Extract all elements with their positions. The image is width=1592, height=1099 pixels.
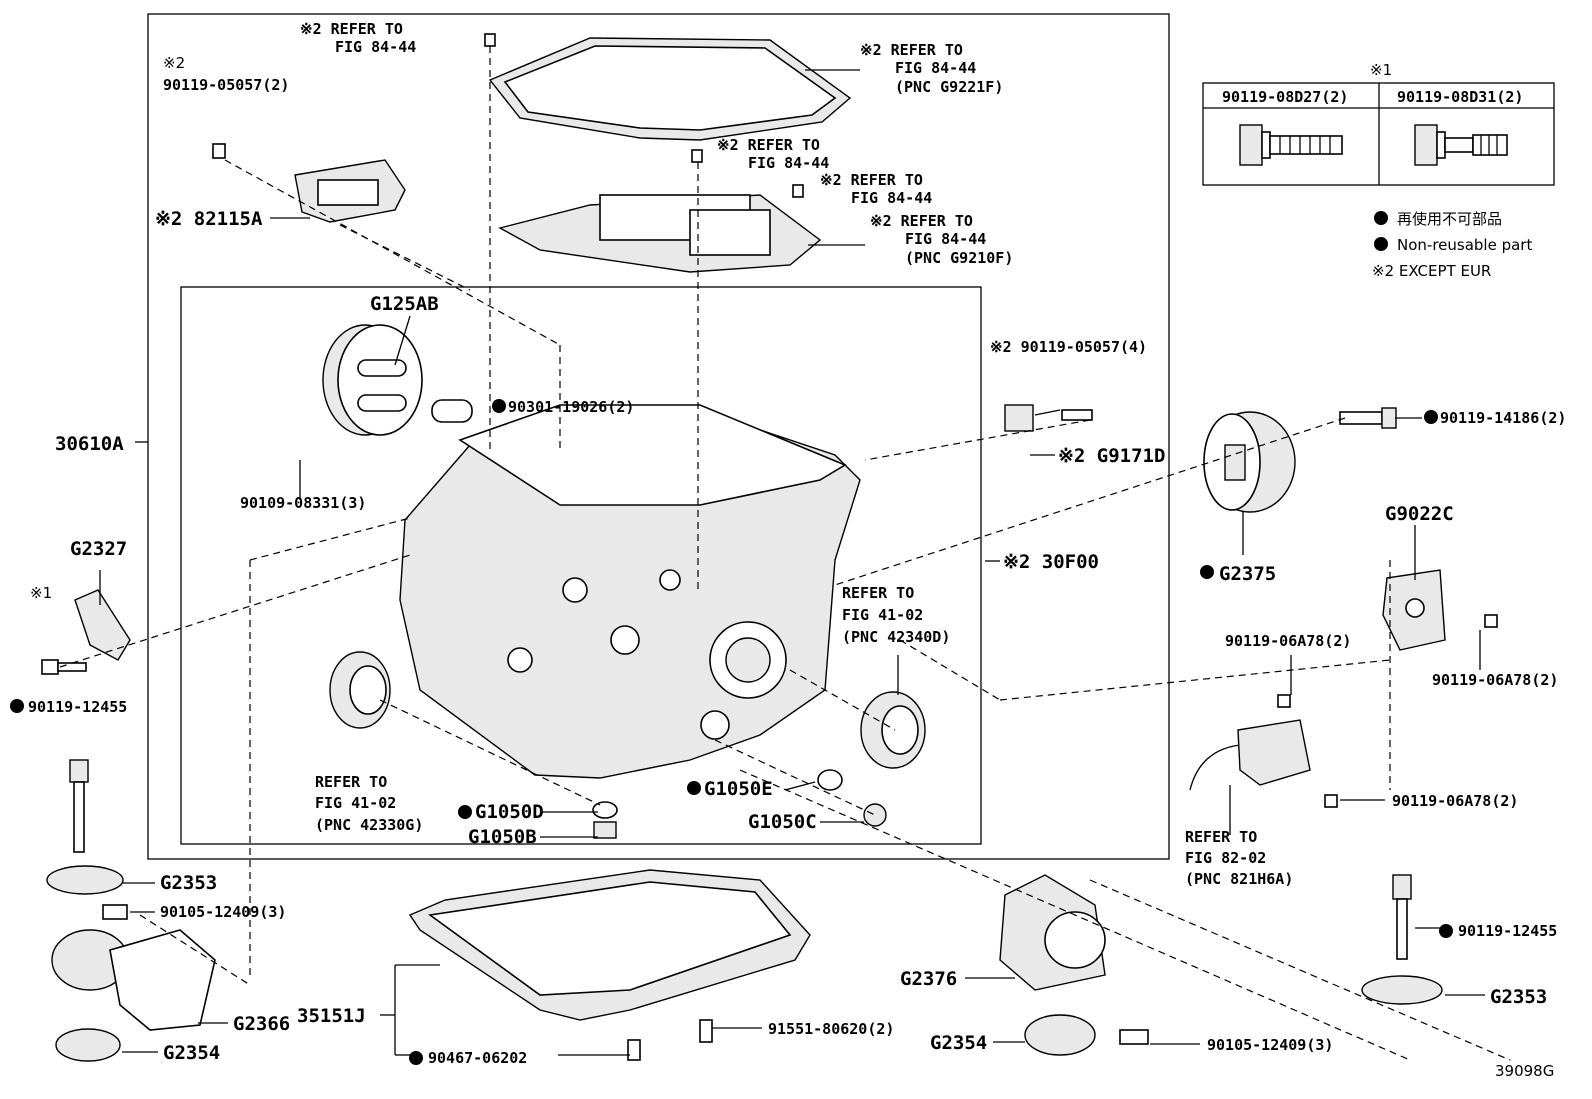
bracket-g2327-icon — [41, 589, 131, 675]
label-refer-42330g-a: REFER TO — [315, 773, 387, 791]
label-90119-12455-left: 90119-12455 — [28, 698, 127, 716]
label-90467-06202: 90467-06202 — [428, 1049, 527, 1067]
label-refer-821h6a-c: (PNC 821H6A) — [1185, 870, 1293, 888]
label-refer-g9210f-b: FIG 84-44 — [905, 230, 986, 248]
label-90301-19026: 90301-19026(2) — [508, 398, 634, 416]
label-30610a: 30610A — [55, 433, 124, 455]
bolt-90119-08d31-icon — [1414, 124, 1508, 166]
label-g2353-right: G2353 — [1490, 986, 1547, 1008]
label-90105-12409-left: 90105-12409(3) — [160, 903, 286, 921]
label-g2327: G2327 — [70, 538, 127, 560]
label-g2376: G2376 — [900, 968, 957, 990]
mount-g2366-icon — [51, 904, 216, 1062]
label-refer-fig84-top-b: FIG 84-44 — [335, 38, 416, 56]
label-refer-mid2-b: FIG 84-44 — [851, 189, 932, 207]
figure-code: 39098G — [1495, 1062, 1554, 1080]
label-g1050c: G1050C — [748, 811, 817, 833]
legend-header-08d27: 90119-08D27(2) — [1222, 88, 1348, 106]
bolt-90119-14186-icon — [1339, 407, 1397, 429]
bolt-icon-top — [212, 33, 804, 198]
small-seals-icon — [592, 769, 887, 839]
undercover-35151j-icon — [408, 869, 811, 1061]
label-g2354-left: G2354 — [163, 1042, 220, 1064]
label-refer-fig84-top-a: ※2 REFER TO — [300, 20, 403, 38]
label-30f00: ※2 30F00 — [1003, 551, 1099, 573]
legend-nonreusable-en: Non-reusable part — [1397, 236, 1532, 254]
label-refer-42340d-a: REFER TO — [842, 584, 914, 602]
label-refer-g9221f-a: ※2 REFER TO — [860, 41, 963, 59]
engine-mount-g2375-icon — [1203, 411, 1296, 513]
label-90109-08331: 90109-08331(3) — [240, 494, 366, 512]
label-g1050b: G1050B — [468, 826, 537, 848]
label-90119-06a78-a: 90119-06A78(2) — [1225, 632, 1351, 650]
speed-sensor-icon — [1004, 404, 1093, 432]
valve-body-plate-icon — [498, 194, 822, 273]
label-refer-g9210f-a: ※2 REFER TO — [870, 212, 973, 230]
label-90119-06a78-c: 90119-06A78(2) — [1392, 792, 1518, 810]
label-refer-42330g-b: FIG 41-02 — [315, 794, 396, 812]
nonreusable-dots — [10, 211, 1453, 1065]
label-mark1-left: ※1 — [30, 584, 52, 602]
oil-seal-right-icon — [860, 691, 926, 769]
inner-group-frame — [180, 286, 982, 845]
label-g1050d: G1050D — [475, 801, 544, 823]
label-refer-42340d-b: FIG 41-02 — [842, 606, 923, 624]
dashed-connector-lines — [59, 46, 1511, 1061]
oil-pan-cover-icon — [488, 37, 852, 141]
leader-lines — [99, 69, 1485, 1056]
label-g1050e: G1050E — [704, 778, 773, 800]
label-90119-14186: 90119-14186(2) — [1440, 409, 1566, 427]
label-90105-12409-right: 90105-12409(3) — [1207, 1036, 1333, 1054]
oil-cooler-bracket-icon — [294, 159, 406, 223]
label-refer-mid1-a: ※2 REFER TO — [717, 136, 820, 154]
filter-housing-icon — [322, 324, 473, 436]
label-g2366: G2366 — [233, 1013, 290, 1035]
stud-bolt-right-icon — [1361, 874, 1443, 1005]
label-refer-821h6a-a: REFER TO — [1185, 828, 1257, 846]
label-g9022c: G9022C — [1385, 503, 1454, 525]
bolt-90119-08d27-icon — [1239, 124, 1343, 166]
outer-group-frame — [147, 13, 1170, 860]
label-g2353-left: G2353 — [160, 872, 217, 894]
label-82115a: ※2 82115A — [155, 208, 263, 230]
bolt-legend-table — [1202, 82, 1555, 186]
bracket-g9022c-icon — [1277, 569, 1498, 808]
hose-bracket-icon — [1189, 719, 1311, 791]
label-90119-05057-2: 90119-05057(2) — [163, 76, 289, 94]
label-90119-05057-4: ※2 90119-05057(4) — [990, 338, 1147, 356]
label-90119-06a78-b: 90119-06A78(2) — [1432, 671, 1558, 689]
label-g2354-right: G2354 — [930, 1032, 987, 1054]
stud-bolt-left-icon — [69, 759, 89, 853]
label-91551-80620: 91551-80620(2) — [768, 1020, 894, 1038]
washer-left-icon — [46, 865, 124, 895]
legend-except-note: ※2 EXCEPT EUR — [1372, 262, 1491, 280]
label-refer-mid1-b: FIG 84-44 — [748, 154, 829, 172]
label-g125ab: G125AB — [370, 293, 439, 315]
label-g2375: G2375 — [1219, 563, 1276, 585]
label-90119-12455-right: 90119-12455 — [1458, 922, 1557, 940]
label-refer-42340d-c: (PNC 42340D) — [842, 628, 950, 646]
label-refer-42330g-c: (PNC 42330G) — [315, 816, 423, 834]
legend-nonreusable-jp: 再使用不可部品 — [1397, 210, 1502, 228]
label-refer-g9210f-c: (PNC G9210F) — [905, 249, 1013, 267]
mount-g2376-icon — [999, 874, 1149, 1056]
label-refer-g9221f-b: FIG 84-44 — [895, 59, 976, 77]
label-90119-05057-2-mark: ※2 — [163, 54, 185, 72]
label-refer-mid2-a: ※2 REFER TO — [820, 171, 923, 189]
oil-seal-left-icon — [329, 651, 391, 729]
label-refer-g9221f-c: (PNC G9221F) — [895, 78, 1003, 96]
legend-note-mark: ※1 — [1370, 61, 1392, 79]
label-refer-821h6a-b: FIG 82-02 — [1185, 849, 1266, 867]
legend-header-08d31: 90119-08D31(2) — [1397, 88, 1523, 106]
label-35151j: 35151J — [297, 1005, 366, 1027]
label-g9171d: ※2 G9171D — [1058, 445, 1165, 467]
transaxle-case-icon — [399, 404, 861, 779]
